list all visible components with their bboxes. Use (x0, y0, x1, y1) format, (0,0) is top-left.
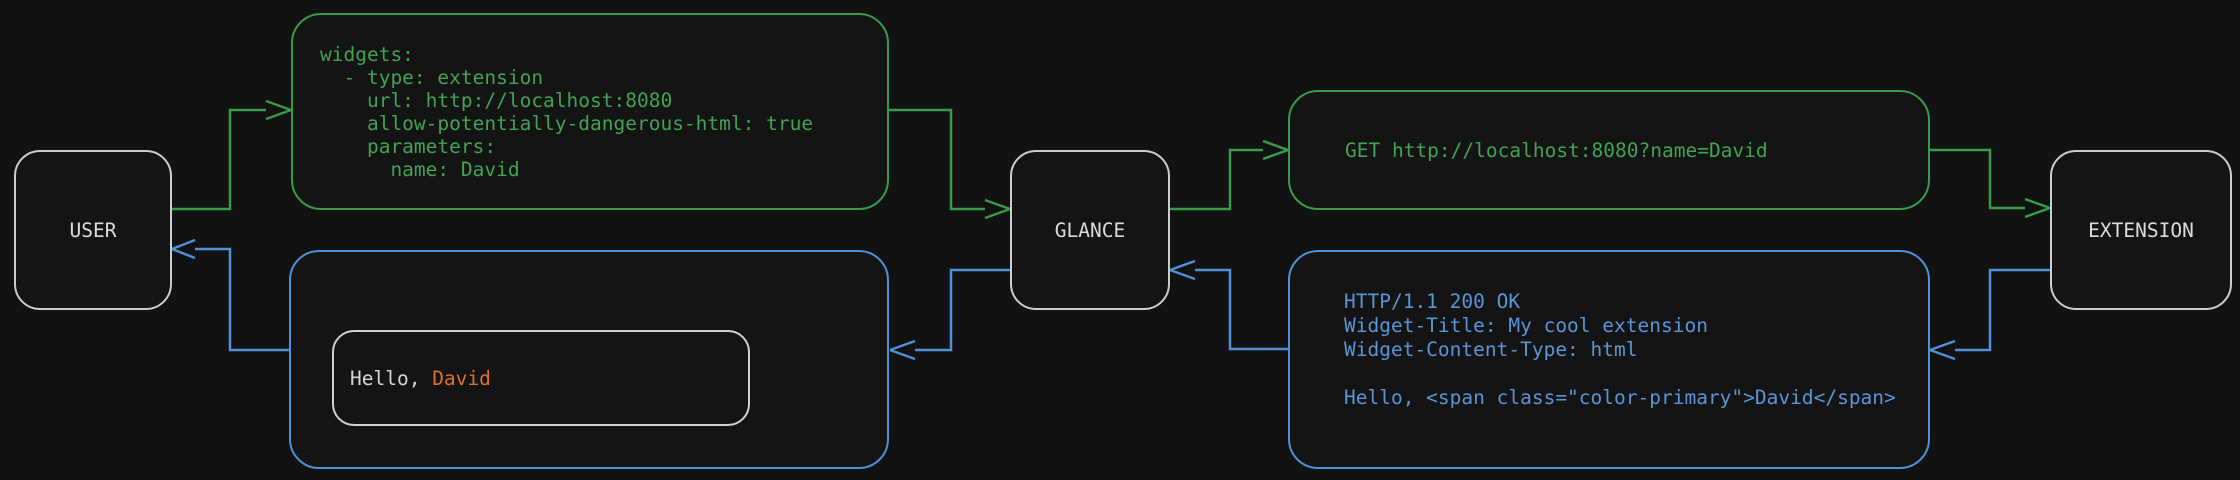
config-yaml-box: widgets: - type: extension url: http://l… (291, 13, 889, 210)
node-user-label: USER (69, 218, 117, 242)
connector-glance-to-widget (889, 268, 1010, 361)
node-extension-label: EXTENSION (2088, 218, 2194, 242)
http-request-text: GET http://localhost:8080?name=David (1345, 138, 1768, 162)
config-yaml-code: widgets: - type: extension url: http://l… (320, 43, 814, 181)
http-request-box: GET http://localhost:8080?name=David (1288, 90, 1930, 210)
node-glance-label: GLANCE (1054, 218, 1126, 242)
connector-widget-to-user (171, 238, 289, 352)
connector-config-to-glance (889, 108, 1011, 220)
node-glance: GLANCE (1010, 150, 1170, 310)
connector-user-to-config (172, 99, 292, 211)
http-response-code: HTTP/1.1 200 OK Widget-Title: My cool ex… (1344, 290, 1896, 409)
widget-greeting-box: Hello, David (332, 330, 750, 426)
connector-response-to-glance (1169, 259, 1288, 351)
connector-request-to-extension (1930, 148, 2051, 219)
node-extension: EXTENSION (2050, 150, 2232, 310)
connector-extension-to-response (1929, 268, 2050, 361)
greeting-name: David (432, 366, 491, 390)
connector-glance-to-request (1170, 139, 1289, 211)
node-user: USER (14, 150, 172, 310)
http-response-box: HTTP/1.1 200 OK Widget-Title: My cool ex… (1288, 250, 1930, 469)
greeting-prefix: Hello, (350, 366, 433, 390)
